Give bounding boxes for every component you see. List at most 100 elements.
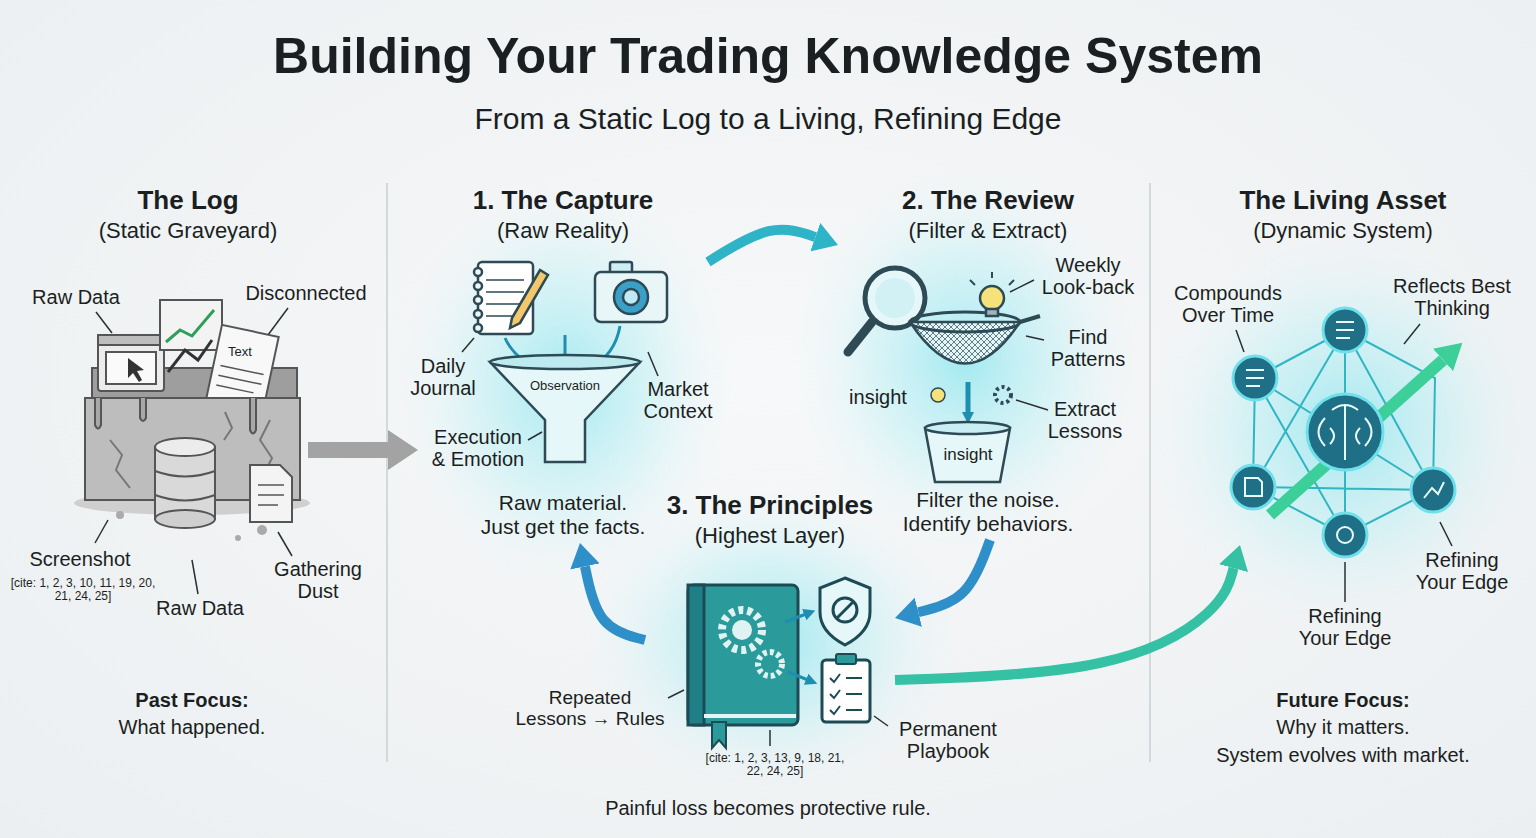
log-illustration: [110, 440, 130, 488]
callout-label: Raw Data: [156, 597, 244, 619]
knowledge-network: [1307, 394, 1383, 470]
log-illustration: [168, 340, 212, 372]
log-illustration: [74, 300, 310, 541]
principles-illustration: [820, 578, 870, 645]
leader-line: [95, 520, 108, 543]
principles-illustration: [836, 601, 854, 619]
leader-line: [648, 352, 658, 376]
capture-illustration: [474, 268, 482, 332]
leader-line: [668, 690, 684, 698]
knowledge-network: [1231, 465, 1275, 509]
subtitle: From a Static Log to a Living, Refining …: [475, 102, 1062, 135]
log-illustration: [166, 310, 214, 342]
capture-illustration: [490, 355, 640, 369]
separator-line: [386, 183, 388, 762]
knowledge-network: [1231, 308, 1455, 557]
principles-illustration: [830, 674, 862, 714]
leader-line: [769, 730, 771, 746]
review-illustration: [980, 286, 1004, 310]
stage-note: Just get the facts.: [481, 515, 646, 539]
stage-note: Identify behaviors.: [903, 512, 1073, 536]
stage-subtitle: (Highest Layer): [695, 521, 845, 551]
log-illustration: [128, 358, 144, 382]
knowledge-network: [1319, 404, 1372, 460]
stage-heading: 1. The Capture: [473, 185, 654, 216]
citation-note: [cite: 1, 2, 3, 13, 9, 18, 21, 22, 24, 2…: [700, 752, 850, 778]
log-illustration: [106, 352, 156, 384]
page-title: Building Your Trading Knowledge System: [0, 28, 1536, 86]
principles-illustration: [785, 614, 806, 622]
review-illustration: [910, 312, 1020, 332]
log-illustration: [235, 535, 241, 541]
stage-subtitle: (Static Graveyard): [99, 216, 278, 246]
capture-illustration: [614, 280, 648, 314]
callout-label: insight: [849, 386, 907, 408]
stage-subtitle: (Dynamic System): [1253, 216, 1433, 246]
leader-line: [1236, 330, 1244, 352]
log-illustration: [116, 511, 124, 519]
callout-label: Daily Journal: [403, 355, 483, 399]
flow-arrow: [308, 442, 388, 458]
knowledge-network: [1231, 308, 1455, 557]
stage-note: Filter the noise.: [916, 488, 1060, 512]
principles-illustration: [788, 672, 808, 680]
knowledge-network: [1323, 513, 1367, 557]
log-illustration: [155, 510, 215, 528]
log-illustration: [155, 447, 215, 519]
principles-illustration: [758, 652, 782, 676]
callout-label: Disconnected: [245, 282, 366, 304]
leader-line: [1404, 324, 1420, 344]
capture-illustration: [474, 324, 482, 332]
log-illustration: [258, 485, 284, 505]
knowledge-network: [1246, 370, 1264, 386]
stage-panel: The Living Asset(Dynamic System): [1183, 183, 1503, 545]
callout-label: Execution & Emotion: [429, 426, 527, 470]
citation-note: [cite: 1, 2, 3, 10, 11, 19, 20, 21, 24, …: [8, 577, 158, 603]
log-illustration: [224, 412, 232, 440]
funnel-label: Observation: [530, 379, 600, 393]
leader-line: [95, 280, 1452, 746]
stage-subtitle: (Raw Reality): [497, 216, 629, 246]
knowledge-network: [1245, 478, 1262, 496]
knowledge-network: [1424, 482, 1444, 498]
log-illustration: [257, 525, 267, 535]
callout-label: Weekly Look-back: [1038, 254, 1138, 298]
callout-label: Market Context: [633, 378, 723, 422]
glow: [400, 170, 1536, 790]
separator-line: [1149, 183, 1151, 762]
flow-arrow: [895, 568, 1234, 680]
leader-line: [1344, 562, 1346, 602]
review-illustration: [1020, 316, 1040, 322]
log-illustration: [250, 465, 292, 522]
stage-heading: The Living Asset: [1239, 185, 1446, 216]
principles-illustration: [822, 660, 870, 722]
log-illustration: [155, 471, 215, 501]
callout-label: Extract Lessons: [1035, 398, 1135, 442]
callout-label: Gathering Dust: [268, 558, 368, 602]
stage-panel: The Log(Static Graveyard): [68, 183, 308, 543]
leader-line: [192, 560, 198, 594]
callout-label: Raw Data: [32, 286, 120, 308]
stage-heading: 2. The Review: [902, 185, 1074, 216]
review-illustration: [995, 387, 1011, 403]
log-illustration: [155, 438, 215, 456]
log-illustration: [218, 375, 261, 384]
review-illustration: [865, 268, 925, 328]
leader-line: [96, 312, 112, 333]
flow-arrow: [585, 566, 645, 640]
knowledge-network: [1337, 527, 1353, 543]
glow: [1150, 235, 1536, 625]
capture-illustration: [474, 296, 482, 304]
stage-heading: 3. The Principles: [667, 490, 874, 521]
principles-illustration: [688, 585, 704, 725]
capture-illustration: [474, 268, 482, 276]
stage-subtitle: (Filter & Extract): [909, 216, 1068, 246]
focus-note: Why it matters.: [1276, 716, 1409, 738]
review-illustration: [848, 322, 872, 352]
knowledge-network: [1411, 468, 1455, 512]
log-illustration: [98, 335, 164, 391]
leader-line: [1016, 400, 1048, 410]
focus-heading: Future Focus:: [1276, 689, 1409, 711]
review-illustration: [848, 268, 1040, 482]
knowledge-network: [1336, 322, 1354, 338]
